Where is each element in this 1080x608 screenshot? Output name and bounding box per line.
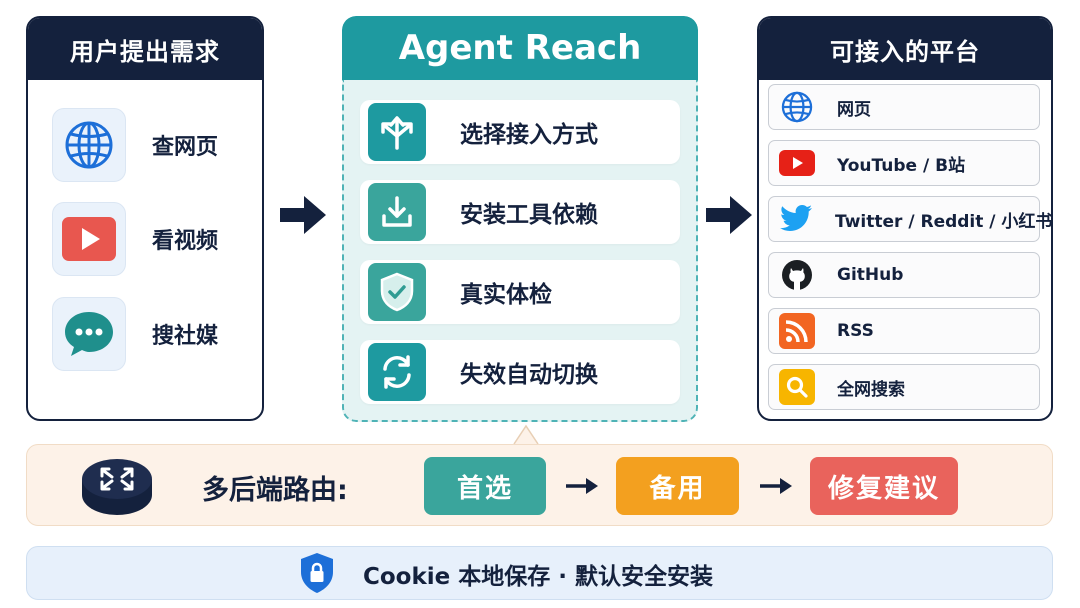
route-arrow-icon	[566, 478, 598, 494]
step-install-deps: 安装工具依赖	[360, 180, 680, 244]
platform-label-github: GitHub	[837, 265, 904, 285]
route-arrow-icon	[760, 478, 792, 494]
globe-icon	[779, 89, 815, 125]
twitter-bird-icon	[779, 201, 813, 237]
youtube-icon	[779, 145, 815, 181]
rss-icon	[779, 313, 815, 349]
globe-icon	[52, 108, 126, 182]
need-label-web: 查网页	[152, 135, 219, 160]
need-item-video: 看视频	[52, 202, 218, 276]
refresh-icon	[368, 343, 426, 401]
user-needs-title: 用户提出需求	[28, 18, 262, 80]
platform-label-web: 网页	[837, 99, 871, 120]
routing-label: 多后端路由:	[202, 475, 348, 506]
platform-label-social: Twitter / Reddit / 小红书	[835, 211, 1053, 232]
platform-rss: RSS	[768, 308, 1040, 354]
platform-github: GitHub	[768, 252, 1040, 298]
step-label-auto-failover: 失效自动切换	[460, 362, 598, 388]
cookie-text: Cookie 本地保存 · 默认安全安装	[363, 564, 714, 590]
cookie-bar	[26, 546, 1053, 600]
route-split-icon	[368, 103, 426, 161]
platform-social: Twitter / Reddit / 小红书	[768, 196, 1052, 242]
play-icon	[52, 202, 126, 276]
step-label-install-deps: 安装工具依赖	[460, 202, 598, 228]
connector-notch	[513, 424, 539, 445]
route-chip-primary: 首选	[424, 457, 546, 515]
platform-label-rss: RSS	[837, 321, 874, 341]
lock-shield-icon	[301, 553, 333, 593]
step-auto-failover: 失效自动切换	[360, 340, 680, 404]
platform-label-youtube: YouTube / B站	[837, 155, 966, 176]
route-chip-backup: 备用	[616, 457, 739, 515]
search-icon	[779, 369, 815, 405]
platform-label-search: 全网搜索	[837, 379, 905, 400]
step-choose-access: 选择接入方式	[360, 100, 680, 164]
need-label-social: 搜社媒	[152, 324, 219, 349]
route-chip-repair: 修复建议	[810, 457, 958, 515]
need-label-video: 看视频	[152, 229, 219, 254]
github-icon	[779, 257, 815, 293]
flow-arrow-icon	[706, 196, 752, 234]
platform-search: 全网搜索	[768, 364, 1040, 410]
platform-youtube: YouTube / B站	[768, 140, 1040, 186]
need-item-web: 查网页	[52, 108, 218, 182]
step-health-check: 真实体检	[360, 260, 680, 324]
chat-bubble-icon	[52, 297, 126, 371]
step-label-health-check: 真实体检	[460, 282, 552, 308]
router-icon	[82, 459, 152, 515]
agent-reach-title: Agent Reach	[342, 16, 698, 80]
platform-web: 网页	[768, 84, 1040, 130]
flow-arrow-icon	[280, 196, 326, 234]
shield-check-icon	[368, 263, 426, 321]
download-icon	[368, 183, 426, 241]
need-item-social: 搜社媒	[52, 297, 218, 371]
step-label-choose-access: 选择接入方式	[460, 122, 598, 148]
platforms-title: 可接入的平台	[759, 18, 1051, 80]
